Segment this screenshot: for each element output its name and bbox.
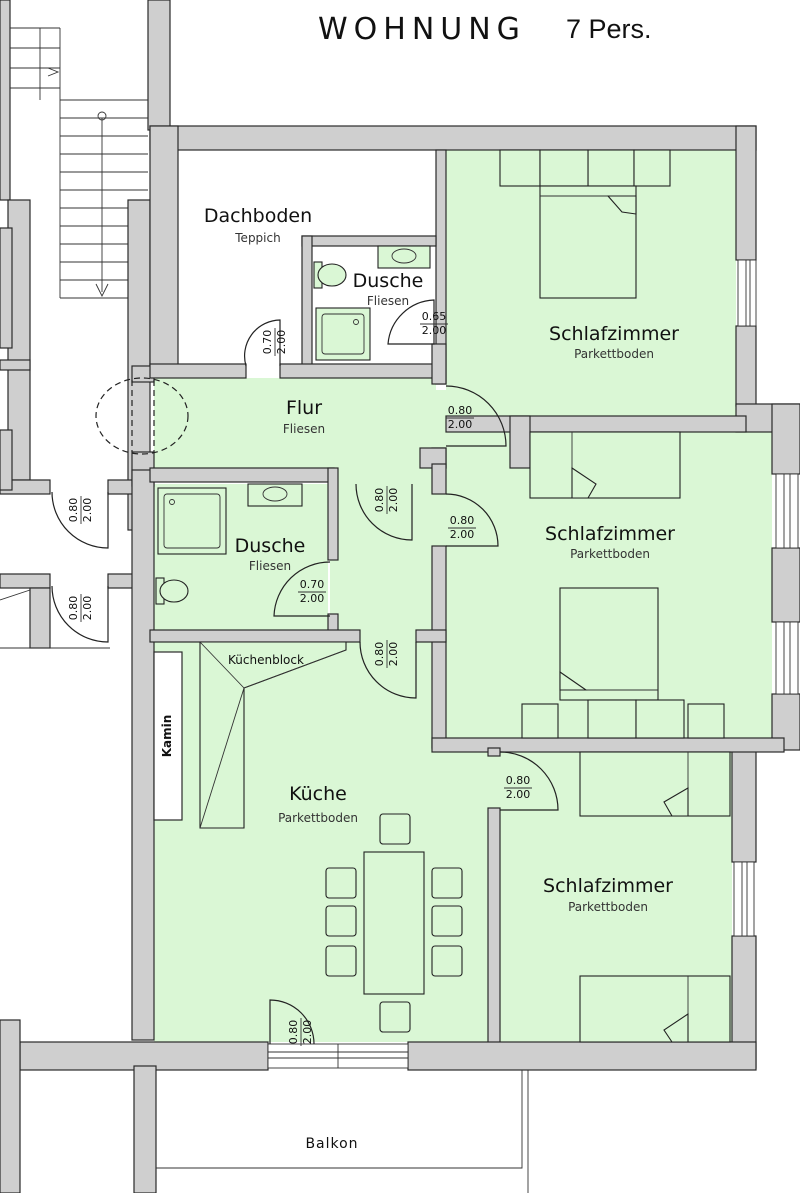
room-floor-schlafzimmer-3: Parkettboden [568, 900, 648, 914]
room-name-schlafzimmer-1: Schlafzimmer [549, 323, 679, 345]
svg-text:0.80: 0.80 [450, 514, 475, 527]
svg-text:0.80: 0.80 [287, 1020, 300, 1045]
svg-text:2.00: 2.00 [448, 418, 473, 431]
room-name-schlafzimmer-3: Schlafzimmer [543, 875, 673, 897]
svg-text:2.00: 2.00 [422, 324, 447, 337]
door-label-sz2: 0.80 2.00 [448, 514, 476, 541]
door-label-flur-sz1: 0.80 2.00 [446, 404, 474, 431]
door-label-corr-v1: 0.80 2.00 [373, 486, 400, 514]
svg-text:0.80: 0.80 [67, 596, 80, 621]
svg-text:2.00: 2.00 [450, 528, 475, 541]
room-name-dusche-mid: Dusche [235, 535, 306, 557]
door-label-sz3: 0.80 2.00 [504, 774, 532, 801]
svg-text:0.65: 0.65 [422, 310, 447, 323]
svg-text:0.80: 0.80 [373, 642, 386, 667]
door-label-stair-1: 0.80 2.00 [67, 496, 94, 524]
svg-text:2.00: 2.00 [387, 488, 400, 513]
room-name-flur: Flur [286, 397, 322, 419]
room-floor-dusche-mid: Fliesen [249, 559, 291, 573]
svg-text:2.00: 2.00 [301, 1020, 314, 1045]
windows [267, 259, 799, 1069]
door-label-dusche-mid: 0.70 2.00 [298, 578, 326, 605]
svg-text:0.80: 0.80 [448, 404, 473, 417]
room-floor-dusche-top: Fliesen [367, 294, 409, 308]
svg-text:0.70: 0.70 [261, 330, 274, 355]
svg-text:0.80: 0.80 [506, 774, 531, 787]
svg-text:2.00: 2.00 [506, 788, 531, 801]
furniture [155, 149, 731, 1043]
room-name-dachboden: Dachboden [204, 205, 312, 227]
room-floor-schlafzimmer-1: Parkettboden [574, 347, 654, 361]
room-floor-flur: Fliesen [283, 422, 325, 436]
door-label-balkon: 0.80 2.00 [287, 1018, 314, 1046]
door-label-dusche-top: 0.65 2.00 [420, 310, 448, 337]
door-label-dachboden: 0.70 2.00 [261, 328, 288, 356]
svg-text:0.80: 0.80 [67, 498, 80, 523]
svg-text:2.00: 2.00 [387, 642, 400, 667]
room-name-kueche: Küche [289, 783, 347, 805]
room-name-schlafzimmer-2: Schlafzimmer [545, 523, 675, 545]
persons-label: 7 Pers. [566, 14, 652, 44]
room-floor-dachboden: Teppich [234, 231, 280, 245]
svg-text:2.00: 2.00 [300, 592, 325, 605]
room-floor-schlafzimmer-2: Parkettboden [570, 547, 650, 561]
svg-text:2.00: 2.00 [275, 330, 288, 355]
svg-text:0.70: 0.70 [300, 578, 325, 591]
room-name-dusche-top: Dusche [353, 270, 424, 292]
room-name-balkon: Balkon [305, 1136, 358, 1152]
doors [51, 299, 559, 1045]
door-label-stair-2: 0.80 2.00 [67, 594, 94, 622]
balkon-area [156, 1070, 529, 1193]
door-label-kueche: 0.80 2.00 [373, 640, 400, 668]
svg-text:0.80: 0.80 [373, 488, 386, 513]
plan-title: WOHNUNG [318, 12, 526, 47]
room-floor-kueche: Parkettboden [278, 811, 358, 825]
staircase [0, 0, 171, 649]
svg-text:2.00: 2.00 [81, 596, 94, 621]
kuechenblock-label: Küchenblock [228, 653, 304, 667]
kamin-label: Kamin [160, 715, 174, 758]
svg-text:2.00: 2.00 [81, 498, 94, 523]
